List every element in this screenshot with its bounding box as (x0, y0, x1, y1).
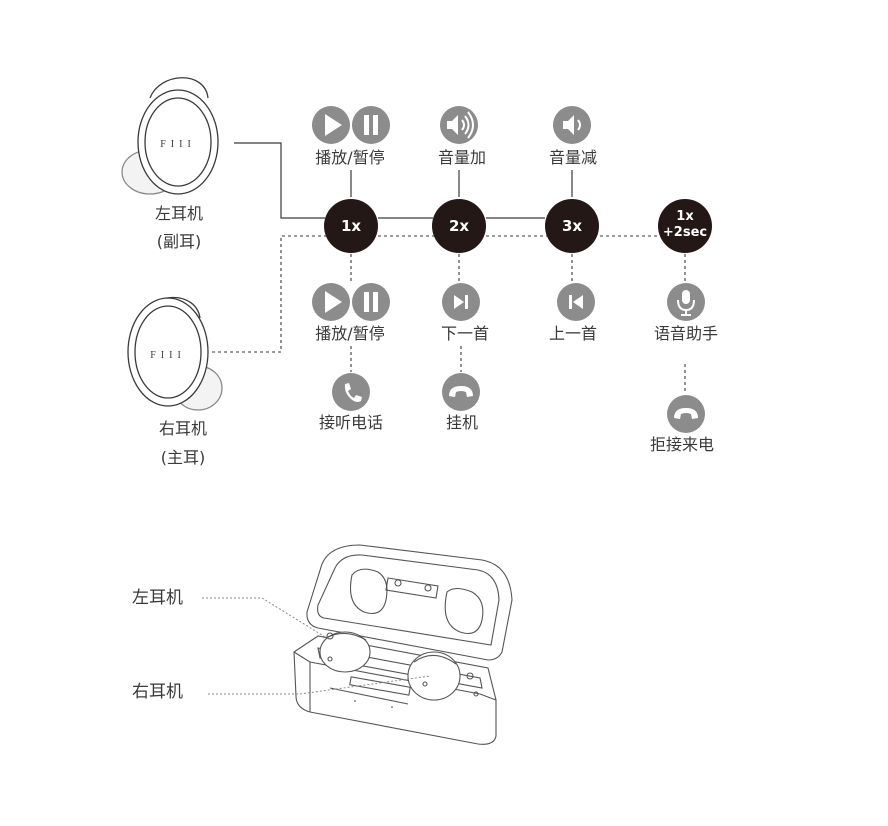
right-action-next-track: 下一首 (440, 324, 490, 343)
next-track-icon (442, 283, 480, 321)
right-earbud-brand: FIII (150, 350, 186, 361)
tap-node-3x: 3x (545, 199, 599, 253)
left-action-play-pause: 播放/暂停 (315, 148, 385, 167)
left-earbud-brand: FIII (160, 139, 196, 150)
right-earbud-name: 右耳机 (158, 419, 208, 438)
tap-node-1x: 1x (324, 199, 378, 253)
left-earbud-role: (副耳) (156, 232, 202, 251)
tap-node-hold-line2: +2sec (663, 225, 707, 240)
left-action-volume-down: 音量减 (548, 148, 598, 167)
right-action-voice-assistant: 语音助手 (653, 324, 719, 343)
tap-node-hold: 1x +2sec (658, 199, 712, 253)
left-action-volume-up: 音量加 (437, 148, 487, 167)
pause-icon (352, 106, 390, 144)
tap-node-2x-label: 2x (449, 217, 469, 235)
case-label-right-earbud: 右耳机 (132, 682, 183, 702)
case-leader-lines (202, 597, 431, 695)
right-action-play-pause: 播放/暂停 (315, 324, 385, 343)
right-action-reject-call: 拒接来电 (649, 435, 715, 454)
left-earbud-name: 左耳机 (154, 204, 204, 223)
phone-icon (332, 373, 370, 411)
microphone-icon (667, 283, 705, 321)
previous-track-icon (557, 283, 595, 321)
right-earbud-illustration: FIII (127, 296, 223, 411)
tap-node-1x-label: 1x (341, 217, 361, 235)
right-action-answer-call: 接听电话 (318, 413, 384, 432)
left-earbud-illustration: FIII (121, 77, 219, 195)
case-label-left-earbud: 左耳机 (132, 588, 183, 608)
play-icon (312, 106, 350, 144)
right-action-previous-track: 上一首 (548, 324, 598, 343)
volume-down-icon (553, 106, 591, 144)
tap-node-hold-line1: 1x (676, 209, 694, 224)
right-earbud-role: (主耳) (160, 448, 206, 467)
hangup-icon (442, 373, 480, 411)
hangup-icon (667, 395, 705, 433)
volume-up-icon (440, 106, 478, 144)
connector-lines (234, 142, 573, 219)
right-action-hang-up: 挂机 (445, 413, 479, 432)
tap-node-2x: 2x (432, 199, 486, 253)
play-icon (312, 283, 350, 321)
charging-case-illustration (293, 544, 513, 745)
tap-node-3x-label: 3x (562, 217, 582, 235)
pause-icon (352, 283, 390, 321)
